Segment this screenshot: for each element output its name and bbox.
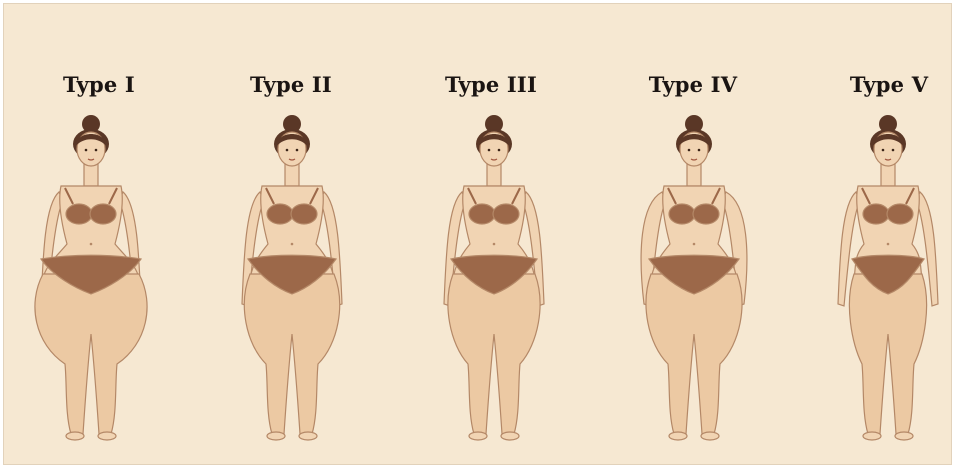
left-eye (488, 149, 491, 152)
legs (244, 274, 339, 434)
left-foot (66, 432, 84, 440)
bra-left-cup (66, 204, 92, 224)
navel (291, 243, 294, 246)
neck (687, 164, 701, 186)
bra-right-cup (291, 204, 317, 224)
left-foot (469, 432, 487, 440)
legs (849, 274, 926, 434)
navel (90, 243, 93, 246)
left-foot (863, 432, 881, 440)
bra-right-cup (887, 204, 913, 224)
left-eye (286, 149, 289, 152)
neck (84, 164, 98, 186)
panel-type-3: Type III (396, 4, 586, 464)
neck (881, 164, 895, 186)
diagram-canvas: Type I Type II Type III Type IV Type V (3, 3, 952, 465)
legs (448, 274, 540, 434)
left-eye (85, 149, 88, 152)
panel-type-2: Type II (196, 4, 386, 464)
left-foot (267, 432, 285, 440)
bra-left-cup (669, 204, 695, 224)
bra-right-cup (90, 204, 116, 224)
right-foot (501, 432, 519, 440)
navel (693, 243, 696, 246)
panel-type-4: Type IV (598, 4, 788, 464)
right-foot (98, 432, 116, 440)
right-eye (698, 149, 701, 152)
panel-type-5: Type V (794, 4, 955, 464)
panel-type-1: Type I (4, 4, 194, 464)
body-figure-type-3 (396, 4, 586, 464)
body-figure-type-4 (598, 4, 788, 464)
left-foot (669, 432, 687, 440)
navel (493, 243, 496, 246)
body-figure-type-5 (794, 4, 955, 464)
right-eye (95, 149, 98, 152)
right-eye (296, 149, 299, 152)
bra-left-cup (469, 204, 495, 224)
right-foot (299, 432, 317, 440)
legs (35, 274, 147, 434)
bra-right-cup (693, 204, 719, 224)
right-foot (895, 432, 913, 440)
right-foot (701, 432, 719, 440)
bra-left-cup (267, 204, 293, 224)
bra-right-cup (493, 204, 519, 224)
body-figure-type-1 (4, 4, 194, 464)
neck (285, 164, 299, 186)
right-eye (892, 149, 895, 152)
legs (646, 274, 742, 434)
right-eye (498, 149, 501, 152)
navel (887, 243, 890, 246)
bra-left-cup (863, 204, 889, 224)
neck (487, 164, 501, 186)
left-eye (688, 149, 691, 152)
left-eye (882, 149, 885, 152)
body-figure-type-2 (196, 4, 386, 464)
